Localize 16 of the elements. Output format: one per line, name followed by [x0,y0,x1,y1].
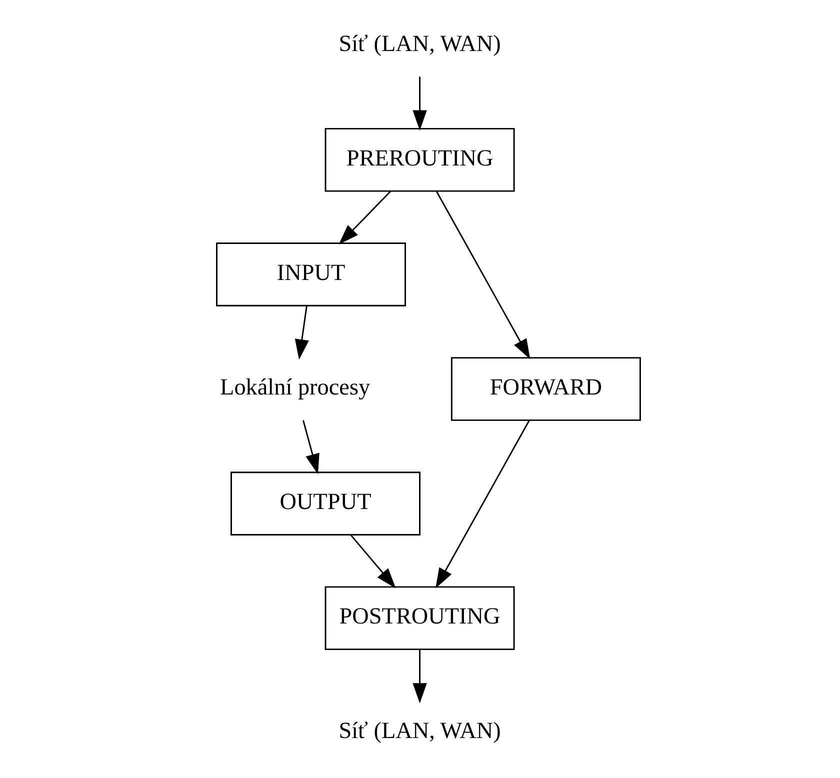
node-text: Lokální procesy [220,374,370,401]
node-box: PREROUTING [324,128,514,192]
arrow [302,420,319,474]
arrow [435,420,530,588]
node-text: Síť (LAN, WAN) [338,718,500,744]
arrow [338,190,391,245]
arrow [350,534,396,588]
node-box: OUTPUT [230,472,420,536]
node-text: Síť (LAN, WAN) [338,30,500,57]
arrow [412,76,426,131]
node-box: FORWARD [450,357,640,421]
node-box: INPUT [216,242,406,306]
arrow [435,191,530,360]
node-box: POSTROUTING [324,586,514,650]
arrow [294,306,308,360]
arrow [412,650,426,704]
